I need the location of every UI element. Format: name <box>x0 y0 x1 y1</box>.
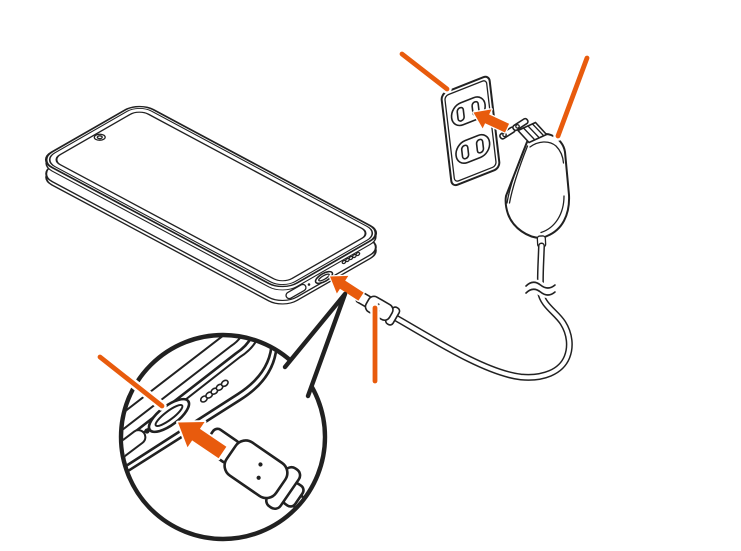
magnifier-tail-fill <box>285 294 345 396</box>
mag-frame-bottom <box>123 337 273 504</box>
mag-bezel-line <box>123 337 248 452</box>
magnified-content <box>123 337 323 536</box>
speaker-holes <box>341 251 361 265</box>
callout-leader-mag-port <box>95 352 167 411</box>
front-camera-lens <box>96 135 103 139</box>
front-camera-icon <box>92 133 107 142</box>
cable-outline <box>392 242 573 381</box>
outlet-slot <box>457 107 465 122</box>
phone-face <box>36 100 386 293</box>
power-plug-blade <box>512 117 529 132</box>
mag-face-edge <box>123 337 257 461</box>
callout-leader-outlet <box>397 49 452 94</box>
usb-type-c-charging-port <box>314 270 334 285</box>
cable-break-mark <box>519 279 562 298</box>
mag-plug-dot <box>258 462 263 467</box>
mic-hole <box>307 283 311 286</box>
outlet-slot <box>461 144 469 159</box>
outlet-slot <box>476 138 484 153</box>
charging-cable <box>392 242 573 381</box>
adapter-contour-bottom <box>540 195 565 234</box>
mag-speaker-holes <box>199 379 229 403</box>
outlet-receptacle-bottom <box>455 131 491 166</box>
magnifier-tail <box>282 291 348 399</box>
charging-port-magnified-view <box>95 291 348 542</box>
adapter-top-face <box>517 121 548 144</box>
mag-plug-dot <box>256 475 261 480</box>
mag-plug-body <box>223 439 289 500</box>
adapter-side-seams <box>506 145 529 204</box>
callout-leader-adapter <box>553 53 592 141</box>
mag-frame-seam <box>123 337 262 468</box>
adapter-vent-lines <box>522 123 544 140</box>
sim-tray-slot <box>285 283 307 300</box>
mag-frame-bottom-outer <box>123 337 279 511</box>
adapter-contour-top <box>529 141 565 164</box>
adapter-body <box>504 132 571 239</box>
ac-adapter <box>499 117 571 248</box>
smartphone <box>36 100 386 310</box>
